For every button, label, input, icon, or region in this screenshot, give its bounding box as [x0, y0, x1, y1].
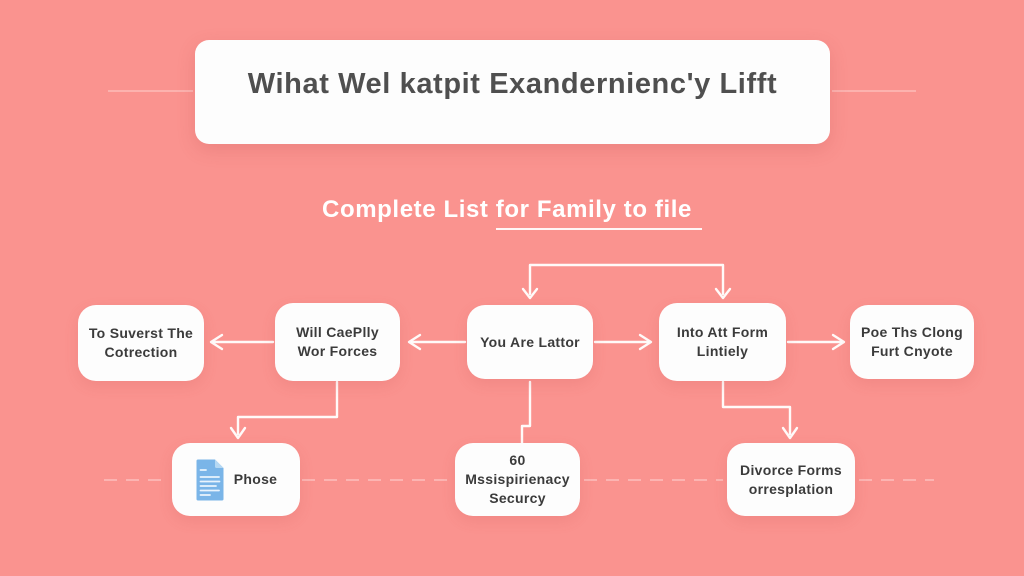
flow-box-phose: Phose [172, 443, 300, 516]
flow-box-label: Divorce Forms orresplation [740, 461, 842, 497]
flow-box-securcy: 60 Mssispirienacy Securcy [455, 443, 580, 516]
flow-box-lattor: You Are Lattor [467, 305, 593, 379]
line-box3-to-securcy [520, 380, 532, 445]
document-icon [196, 459, 224, 500]
flow-box-label: You Are Lattor [480, 333, 580, 350]
subtitle-underlined: for Family to file [495, 196, 702, 230]
arrowhead-right-box5 [831, 333, 846, 351]
subtitle-prefix: Complete List [322, 196, 496, 223]
flow-box-suverst: To Suverst The Cotrection [78, 305, 204, 381]
page-title: Wihat Wel katpit Exandernienc'y Lifft [247, 67, 778, 100]
arrow-box4-to-divorce [721, 380, 792, 436]
arrowhead-down-phose [229, 426, 247, 440]
flow-box-clong: Poe Ths Clong Furt Cnyote [850, 305, 974, 379]
arrow-box2-to-phose [236, 380, 339, 436]
arrowhead-down-divorce [781, 426, 799, 440]
flow-box-att-form: Into Att Form Lintiely [659, 303, 786, 381]
flow-box-label: Poe Ths Clong Furt Cnyote [861, 324, 963, 359]
flow-box-label: To Suverst The Cotrection [88, 325, 194, 360]
title-card: Wihat Wel katpit Exandernienc'y Lifft [195, 40, 830, 144]
arrowhead-left-box1 [209, 333, 224, 351]
flow-box-caeplly: Will CaePlly Wor Forces [275, 303, 400, 381]
flow-box-label: Phose [233, 471, 278, 488]
arrowhead-down-box3 [521, 287, 539, 300]
arrowhead-right-box4 [638, 333, 653, 351]
arrowhead-down-box4 [714, 287, 732, 300]
arrow-top-bracket [528, 263, 725, 296]
flow-box-label: Into Att Form Lintiely [676, 324, 769, 359]
flow-box-label: 60 Mssispirienacy Securcy [465, 452, 570, 506]
arrowhead-left-box2 [407, 333, 422, 351]
flow-box-label: Will CaePlly Wor Forces [296, 324, 379, 359]
flow-box-divorce-forms: Divorce Forms orresplation [727, 443, 855, 516]
subtitle: Complete List for Family to file [0, 196, 1024, 230]
